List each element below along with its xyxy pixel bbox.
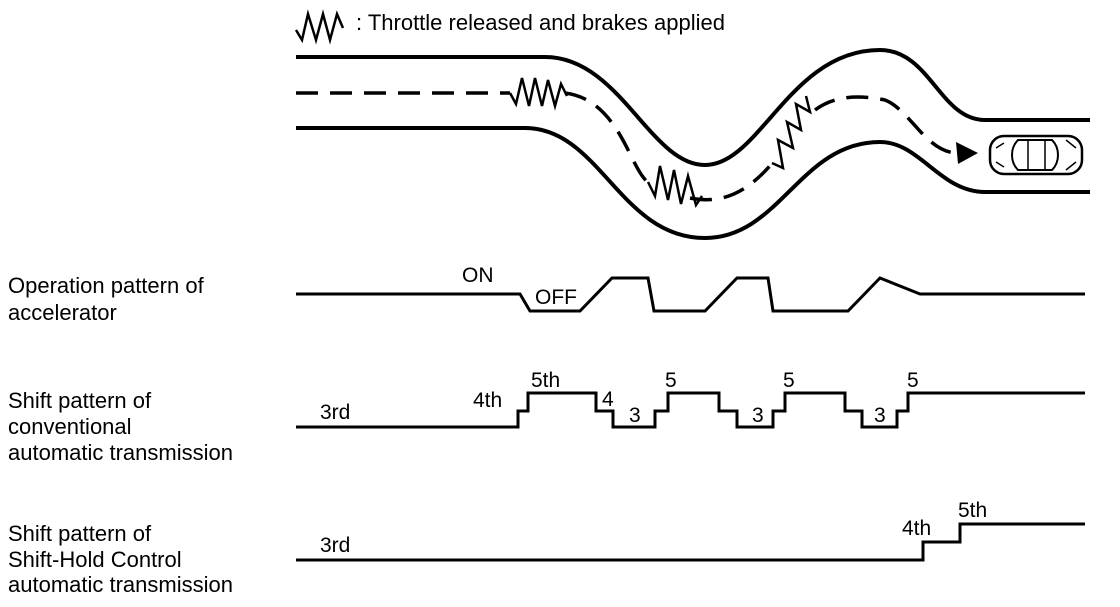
- conventional-gear-3-b: 3: [752, 404, 764, 427]
- car-icon: [988, 134, 1084, 176]
- shift-hold-title-line2: Shift-Hold Control: [8, 547, 182, 572]
- shift-hold-gear-3rd: 3rd: [320, 534, 350, 557]
- legend-text: : Throttle released and brakes applied: [356, 10, 725, 35]
- conventional-gear-5th: 5th: [531, 369, 560, 392]
- accelerator-title-line1: Operation pattern of: [8, 273, 205, 298]
- conventional-gear-5-a: 5: [665, 369, 677, 392]
- accelerator-on-label: ON: [462, 264, 494, 287]
- brake-zigzag-3: [771, 95, 812, 171]
- brake-zigzag-2: [646, 165, 704, 208]
- shift-hold-title-line1: Shift pattern of: [8, 521, 152, 546]
- road-edge-top: [296, 47, 1090, 168]
- shift-hold-gear-5th: 5th: [958, 499, 987, 522]
- accelerator-row: Operation pattern of accelerator ON OFF: [8, 264, 1085, 325]
- conventional-shift-waveform: [296, 391, 1085, 429]
- zigzag-icon: [294, 9, 345, 45]
- conventional-title-line1: Shift pattern of: [8, 388, 152, 413]
- conventional-gear-3-c: 3: [874, 404, 886, 427]
- conventional-title-line2: conventional: [8, 414, 132, 439]
- shift-hold-title-line3: automatic transmission: [8, 572, 233, 597]
- conventional-gear-3-a: 3: [629, 404, 641, 427]
- arrow-head-icon: [956, 142, 978, 164]
- shift-hold-shift-waveform: [296, 522, 1085, 562]
- conventional-gear-4: 4: [602, 388, 614, 411]
- conventional-row: Shift pattern of conventional automatic …: [8, 369, 1085, 465]
- legend: : Throttle released and brakes applied: [294, 9, 725, 45]
- conventional-gear-5-b: 5: [783, 369, 795, 392]
- conventional-gear-5-c: 5: [907, 369, 919, 392]
- shift-hold-row: Shift pattern of Shift-Hold Control auto…: [8, 499, 1085, 597]
- accelerator-title-line2: accelerator: [8, 300, 117, 325]
- accelerator-off-label: OFF: [535, 286, 577, 309]
- conventional-gear-3rd: 3rd: [320, 401, 350, 424]
- shift-hold-gear-4th: 4th: [902, 517, 931, 540]
- accelerator-waveform: [296, 276, 1085, 313]
- road: [296, 47, 1090, 241]
- road-edge-bottom: [296, 126, 1090, 241]
- conventional-gear-4th: 4th: [473, 389, 502, 412]
- brake-zigzag-1: [508, 77, 569, 111]
- conventional-title-line3: automatic transmission: [8, 440, 233, 465]
- vehicle-path-dashed: [296, 91, 956, 202]
